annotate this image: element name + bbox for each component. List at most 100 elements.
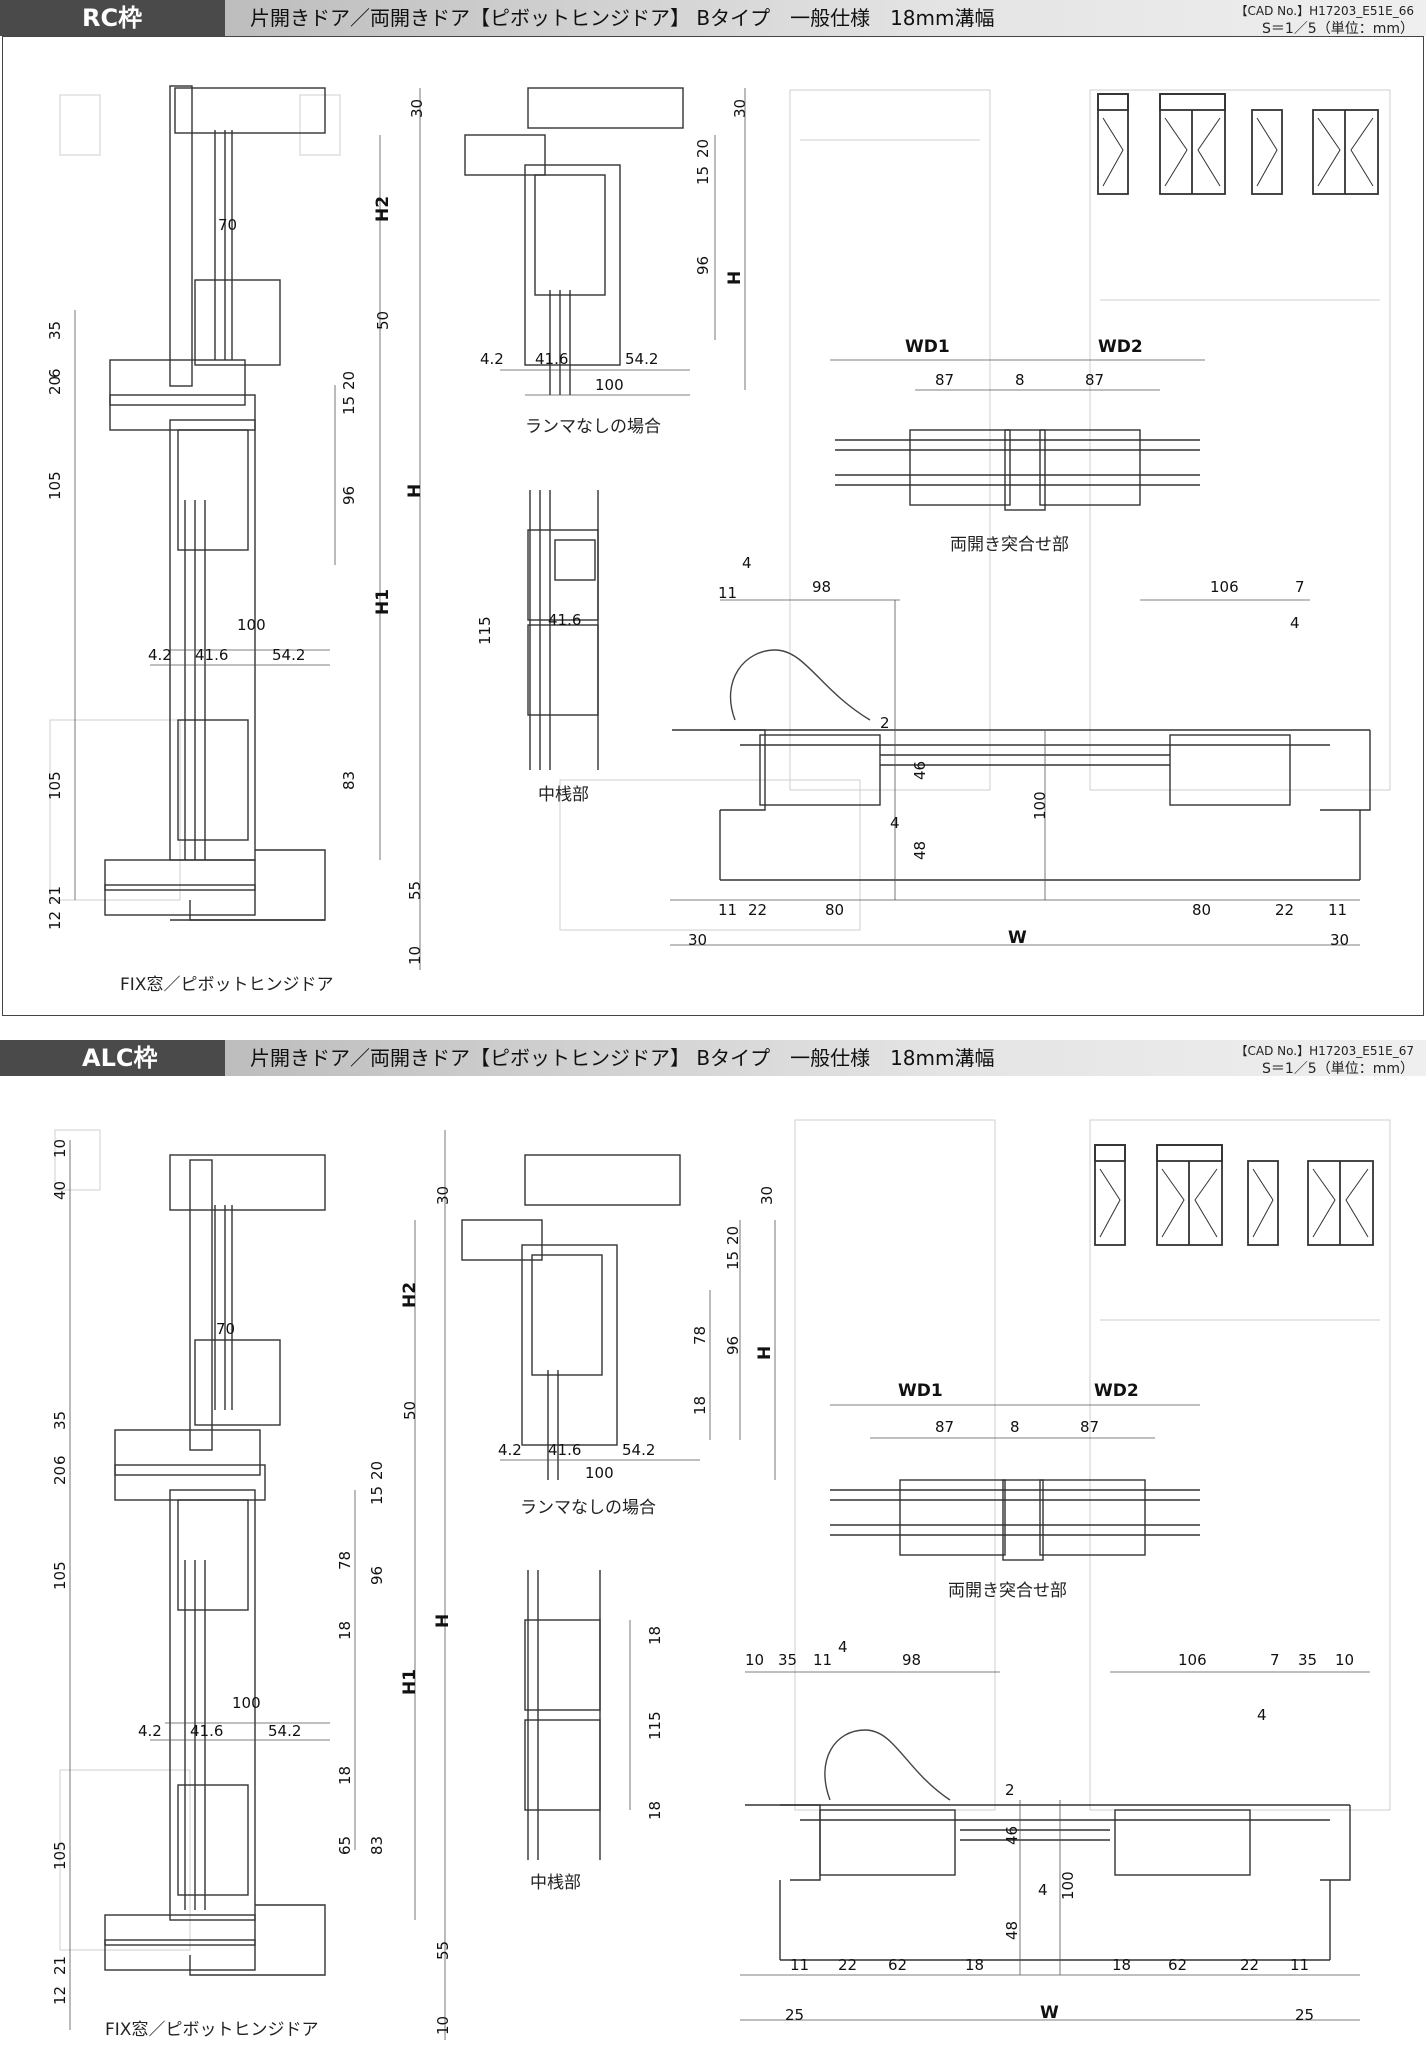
dim-label: 2 — [1005, 1781, 1015, 1799]
dim-label: 98 — [812, 578, 831, 596]
dim-label: 11 — [790, 1956, 809, 1974]
dim-label: 11 — [718, 584, 737, 602]
dim-label: 10 — [434, 2016, 452, 2035]
dim-label: 83 — [368, 1836, 386, 1855]
dim-label: W — [1008, 928, 1027, 948]
rc-title-bar: RC枠 片開きドア／両開きドア【ピボットヒンジドア】 Bタイプ 一般仕様 18m… — [0, 0, 1426, 37]
dim-label: 11 — [813, 1651, 832, 1669]
rc-transom-dimlines — [500, 88, 746, 396]
dim-label: 50 — [401, 1401, 419, 1420]
dim-label: 2 — [880, 714, 890, 732]
dim-label: 20 — [368, 1461, 386, 1480]
dim-label: 25 — [785, 2006, 804, 2024]
dim-label: 20 — [340, 371, 358, 390]
dim-label: 15 — [368, 1486, 386, 1505]
dim-label: 78 — [691, 1326, 709, 1345]
dim-label: WD1 — [905, 337, 950, 357]
dim-label: 105 — [51, 1841, 69, 1870]
dim-label: 55 — [434, 1941, 452, 1960]
dim-label: 6 — [51, 1455, 69, 1465]
dim-label: 100 — [232, 1694, 261, 1712]
rc-fix-section — [104, 85, 326, 921]
rc-caption-fix: FIX窓／ピボットヒンジドア — [120, 975, 334, 995]
dim-label: 18 — [646, 1801, 664, 1820]
dim-label: 83 — [340, 771, 358, 790]
dim-label: 100 — [237, 616, 266, 634]
dim-label: 78 — [336, 1551, 354, 1570]
dim-label: 48 — [1003, 1921, 1021, 1940]
alc-scale: S＝1／5（単位：mm） — [1262, 1061, 1414, 1077]
dim-label: 15 — [694, 166, 712, 185]
rc-plan-dims: 11 4 98 106 7 4 2 46 100 4 48 11 22 80 8… — [688, 554, 1349, 949]
dim-label: 100 — [585, 1464, 614, 1482]
dim-label: 41.6 — [195, 646, 228, 664]
rc-meeting-dims: WD1 8 WD2 87 87 — [905, 337, 1143, 389]
rc-meeting-section — [835, 429, 1200, 511]
alc-transom-dims: 30 20 15 78 96 18 H 4.2 41.6 54.2 100 — [498, 1186, 776, 1482]
dim-label: 7 — [1295, 578, 1305, 596]
rc-sheet: RC枠 片開きドア／両開きドア【ピボットヒンジドア】 Bタイプ 一般仕様 18m… — [0, 0, 1426, 1020]
alc-sheet: ALC枠 片開きドア／両開きドア【ピボットヒンジドア】 Bタイプ 一般仕様 18… — [0, 1040, 1426, 2050]
dim-label: 18 — [336, 1621, 354, 1640]
dim-label: H2 — [373, 196, 393, 222]
dim-label: 22 — [1275, 901, 1294, 919]
rc-tag: RC枠 — [0, 0, 225, 36]
rc-caption-no-transom: ランマなしの場合 — [525, 417, 661, 437]
dim-label: 4 — [1038, 1881, 1048, 1899]
rc-scale: S＝1／5（単位：mm） — [1262, 21, 1414, 37]
dim-label: H — [433, 1614, 453, 1628]
dim-label: 46 — [911, 761, 929, 780]
alc-caption-no-transom: ランマなしの場合 — [520, 1498, 656, 1518]
alc-caption-mid-rail: 中桟部 — [530, 1873, 581, 1893]
dim-label: 105 — [51, 1561, 69, 1590]
rc-cad-no: 【CAD No.】H17203_E51E_66 — [1235, 4, 1414, 18]
dim-label: 80 — [1192, 901, 1211, 919]
dim-label: 80 — [825, 901, 844, 919]
dim-label: 87 — [935, 371, 954, 389]
dim-label: 8 — [1015, 371, 1025, 389]
dim-label: 4.2 — [480, 350, 504, 368]
dim-label: 15 — [724, 1251, 742, 1270]
dim-label: 70 — [216, 1320, 235, 1338]
dim-label: 87 — [1080, 1418, 1099, 1436]
alc-midrail-section — [524, 1570, 601, 1860]
rc-dim-lines — [74, 88, 421, 970]
rc-fix-dims: 35 6 20 105 105 12 21 70 100 4.2 41.6 54… — [46, 99, 426, 965]
alc-midrail-dims: 18 115 18 — [646, 1626, 664, 1820]
alc-door-type-icons — [1094, 1144, 1374, 1246]
dim-label: 35 — [51, 1411, 69, 1430]
dim-label: 87 — [935, 1418, 954, 1436]
dim-label: 87 — [1085, 371, 1104, 389]
dim-label: 41.6 — [190, 1722, 223, 1740]
dim-label: 105 — [46, 471, 64, 500]
alc-plan-dims: 10 35 11 4 98 106 7 35 10 4 2 46 100 4 4… — [745, 1638, 1354, 2024]
dim-label: 96 — [368, 1566, 386, 1585]
dim-label: 20 — [51, 1466, 69, 1485]
dim-label: H — [725, 271, 745, 285]
dim-label: 50 — [374, 311, 392, 330]
dim-label: 40 — [51, 1181, 69, 1200]
dim-label: 62 — [888, 1956, 907, 1974]
alc-meeting-section — [830, 1479, 1200, 1561]
dim-label: 21 — [51, 1956, 69, 1975]
alc-tag: ALC枠 — [0, 1040, 225, 1076]
alc-heading: 片開きドア／両開きドア【ピボットヒンジドア】 Bタイプ 一般仕様 18mm溝幅 — [250, 1046, 995, 1070]
dim-label: 35 — [46, 321, 64, 340]
dim-label: 18 — [336, 1766, 354, 1785]
dim-label: 4 — [1290, 614, 1300, 632]
dim-label: 35 — [778, 1651, 797, 1669]
dim-label: 115 — [646, 1711, 664, 1740]
dim-label: 7 — [1270, 1651, 1280, 1669]
alc-transom-section — [461, 1154, 681, 1480]
dim-label: H1 — [400, 1669, 420, 1695]
dim-label: 46 — [1003, 1826, 1021, 1845]
dim-label: 10 — [1335, 1651, 1354, 1669]
dim-label: 6 — [46, 368, 64, 378]
dim-label: 106 — [1178, 1651, 1207, 1669]
dim-label: 48 — [911, 841, 929, 860]
alc-fix-section — [104, 1154, 326, 1976]
dim-label: 10 — [745, 1651, 764, 1669]
alc-plan-section — [745, 1729, 1351, 1961]
dim-label: H — [405, 484, 425, 498]
rc-heading: 片開きドア／両開きドア【ピボットヒンジドア】 Bタイプ 一般仕様 18mm溝幅 — [250, 6, 995, 30]
